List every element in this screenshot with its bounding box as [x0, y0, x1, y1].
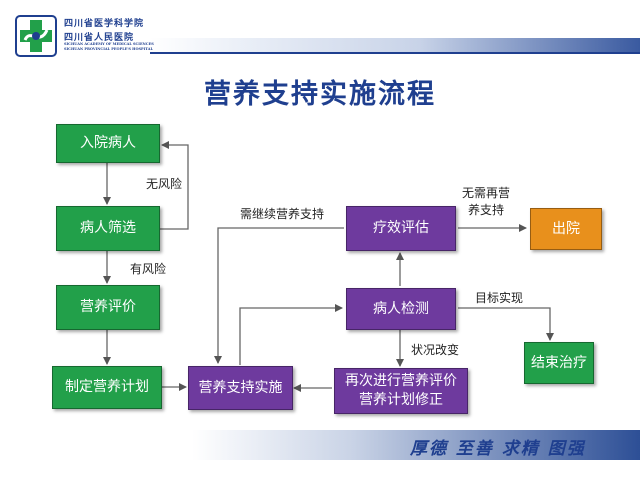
edge-label-has-risk: 有风险 [130, 262, 167, 276]
node-admission-label: 入院病人 [80, 135, 136, 152]
hospital-logo-icon [15, 15, 57, 57]
node-evaluation: 疗效评估 [346, 206, 456, 251]
node-monitoring: 病人检测 [346, 288, 456, 330]
node-plan: 制定营养计划 [52, 366, 162, 409]
page-title: 营养支持实施流程 [204, 79, 436, 110]
edge-label-need-continue: 需继续营养支持 [240, 207, 325, 221]
node-discharge: 出院 [530, 208, 602, 250]
header-band [150, 38, 640, 52]
node-implementation-label: 营养支持实施 [198, 379, 283, 396]
arrow-implementation-monitoring [239, 304, 343, 365]
node-reassess-label-line1: 再次进行营养评价 [345, 373, 457, 390]
node-monitoring-label: 病人检测 [373, 300, 429, 317]
institution-name-cn-1: 四川省医学科学院 [64, 19, 145, 29]
node-end-treatment: 结束治疗 [524, 342, 594, 384]
footer-band [0, 430, 640, 460]
edge-label-status-change: 状况改变 [411, 343, 460, 357]
institution-name-en-2: SICHUAN PROVINCIAL PEOPLE'S HOSPITAL [64, 47, 153, 51]
edge-label-no-risk: 无风险 [146, 177, 183, 191]
node-assessment-label: 营养评价 [80, 299, 136, 316]
edge-label-no-need-line2: 养支持 [468, 202, 505, 217]
arrow-no-risk-loop [160, 141, 189, 230]
node-discharge-label: 出院 [552, 220, 580, 237]
node-end-treatment-label: 结束治疗 [531, 354, 587, 371]
node-admission: 入院病人 [56, 124, 160, 163]
node-plan-label: 制定营养计划 [65, 379, 149, 396]
edge-label-goal-met: 目标实现 [475, 291, 524, 305]
node-screening-label: 病人筛选 [80, 220, 136, 237]
node-evaluation-label: 疗效评估 [373, 220, 429, 237]
edge-label-no-need: 无需再营 养支持 [462, 185, 510, 219]
arrow-monitoring-end [458, 307, 554, 341]
institution-name-cn-2: 四川省人民医院 [64, 33, 135, 43]
node-reassess: 再次进行营养评价 营养计划修正 [334, 368, 468, 414]
node-screening: 病人筛选 [56, 206, 160, 251]
footer-slogan: 厚德 至善 求精 图强 [410, 439, 586, 459]
node-assessment: 营养评价 [56, 285, 160, 330]
edge-label-no-need-line1: 无需再营 [462, 186, 511, 200]
header-rule [150, 52, 640, 54]
arrow-evaluation-implementation [214, 227, 344, 364]
node-implementation: 营养支持实施 [188, 366, 293, 410]
institution-name-en-1: SICHUAN ACADEMY OF MEDICAL SCIENCES [64, 42, 154, 46]
node-reassess-label-line2: 营养计划修正 [359, 392, 443, 408]
